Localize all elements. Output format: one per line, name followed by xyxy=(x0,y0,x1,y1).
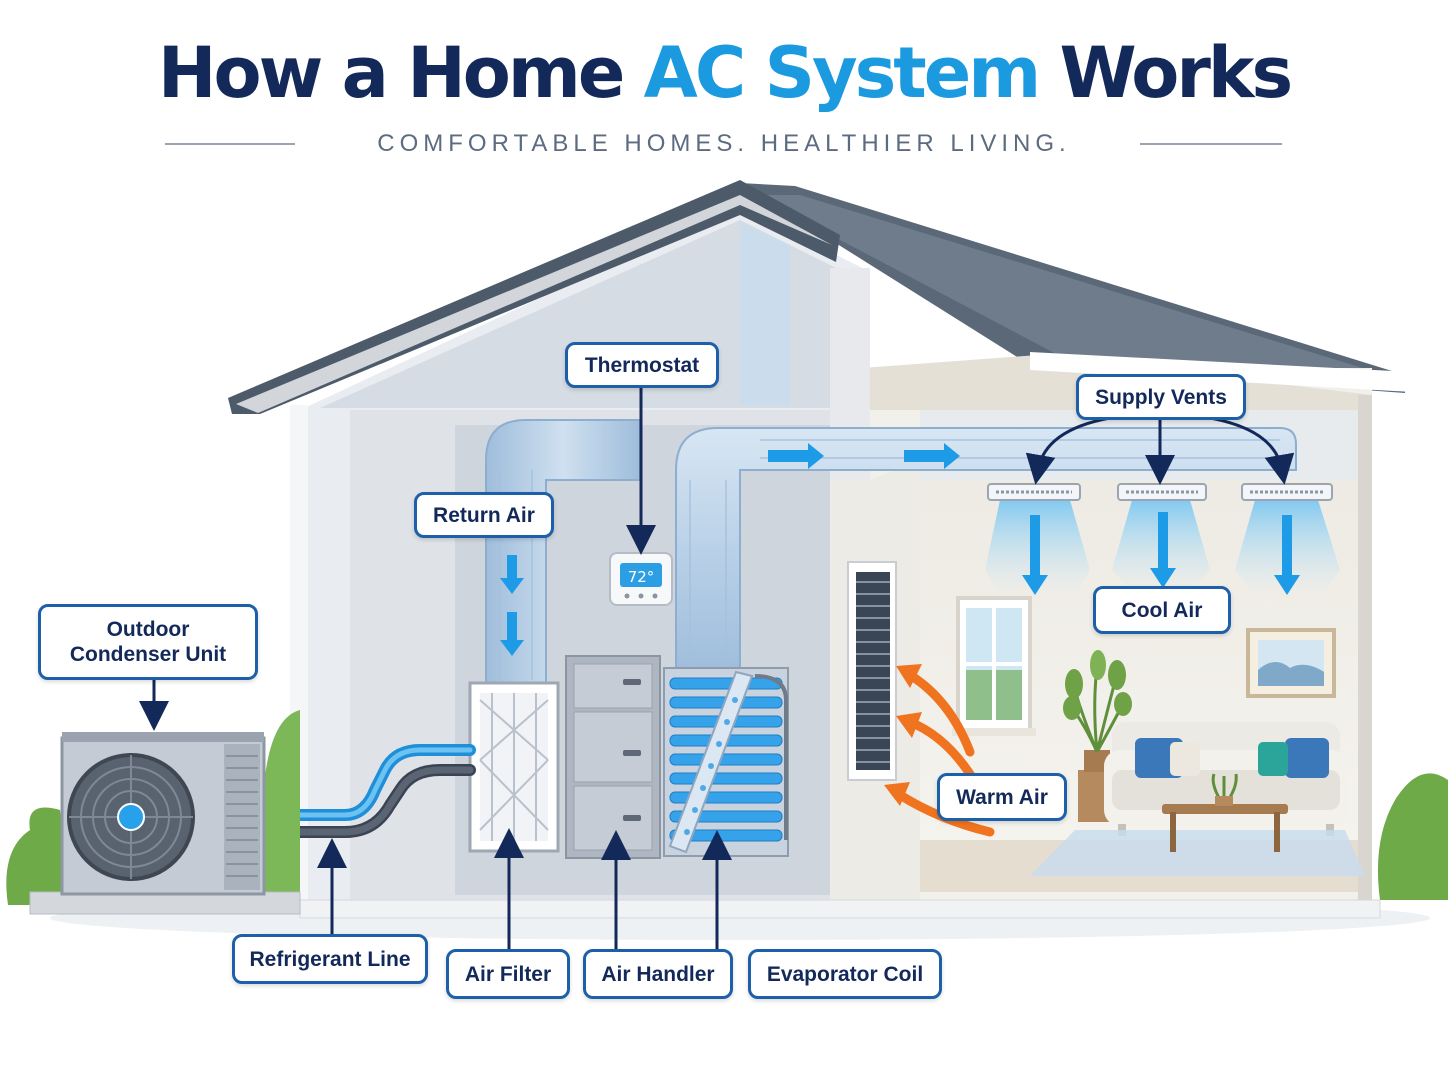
outdoor-condenser-unit xyxy=(6,710,1448,915)
label-return-air: Return Air xyxy=(414,492,554,538)
warm-air-arrow-1 xyxy=(905,670,975,757)
page-subtitle: COMFORTABLE HOMES. HEALTHIER LIVING. xyxy=(377,130,1071,157)
shrub-right xyxy=(1377,773,1448,900)
page-title: How a Home AC System Works xyxy=(0,28,1448,118)
label-outdoor-condenser-unit: Outdoor Condenser Unit xyxy=(38,604,258,680)
label-thermostat: Thermostat xyxy=(565,342,719,388)
label-cool-air: Cool Air xyxy=(1093,586,1231,634)
air-filter xyxy=(468,681,560,853)
label-refrigerant-line: Refrigerant Line xyxy=(232,934,428,984)
supply-flow-arrow-2 xyxy=(904,443,960,469)
callout-pointers xyxy=(139,386,1295,950)
supply-vents xyxy=(985,483,1340,595)
supply-duct xyxy=(675,427,1297,673)
supply-flow-arrow-1 xyxy=(768,443,824,469)
ductwork xyxy=(485,419,1297,686)
label-air-filter: Air Filter xyxy=(446,949,570,999)
label-supply-vents: Supply Vents xyxy=(1076,374,1246,420)
cool-air-arrow-1 xyxy=(1022,515,1048,595)
sofa-icon xyxy=(1104,722,1348,836)
evaporator-coil xyxy=(663,667,789,857)
fan-icon xyxy=(67,753,195,881)
title-accent: AC System xyxy=(643,32,1042,114)
window-icon xyxy=(952,596,1036,736)
refrigerant-line xyxy=(256,744,476,838)
vent-icon xyxy=(985,483,1090,595)
subtitle-rule-right xyxy=(1140,143,1282,145)
title-part-2: Works xyxy=(1038,32,1294,114)
cool-air-arrow-2 xyxy=(1150,512,1176,588)
title-part-1: How a Home xyxy=(157,32,644,114)
airflow-arrows xyxy=(500,443,960,656)
label-evaporator-coil: Evaporator Coil xyxy=(748,949,942,999)
label-outdoor-condenser-line2: Condenser Unit xyxy=(69,643,227,666)
pointer-vent-1 xyxy=(1025,416,1111,485)
label-warm-air: Warm Air xyxy=(937,773,1067,821)
label-outdoor-condenser-line1: Outdoor xyxy=(106,618,190,641)
return-duct xyxy=(485,419,641,686)
cool-air-arrow-3 xyxy=(1274,515,1300,595)
framed-picture-icon xyxy=(1246,628,1336,698)
return-flow-arrow-2 xyxy=(500,612,524,656)
label-air-handler: Air Handler xyxy=(583,949,733,999)
subtitle-rule-left xyxy=(165,143,295,145)
rug-and-table xyxy=(1030,773,1365,876)
thermostat-display: 72° xyxy=(628,568,655,586)
air-handler xyxy=(565,655,661,859)
pointer-vent-3 xyxy=(1209,416,1295,485)
return-air-grille xyxy=(847,561,897,781)
foundation xyxy=(299,899,1381,919)
shrub-left xyxy=(6,807,71,905)
return-flow-arrow-1 xyxy=(500,555,524,594)
thermostat-icon: 72° xyxy=(609,552,673,606)
